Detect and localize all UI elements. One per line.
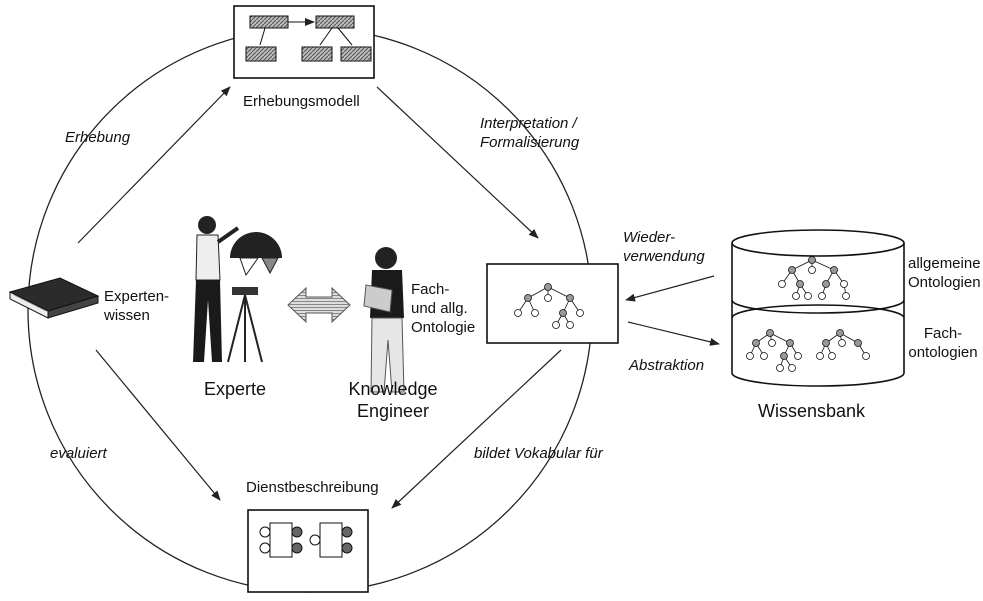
fach-allg-ontologie-line-3: Ontologie [411,319,476,336]
expertenwissen-line-1: Experten- [104,288,170,305]
experte-label: Experte [204,379,267,399]
wiederverwendung-line-2: verwendung [623,248,705,265]
knowledge-engineer-line-2: Engineer [356,401,430,421]
wiederverwendung-label: Wieder- verwendung [623,228,705,266]
arrow-abstraktion [627,321,720,346]
experte-figure-icon [193,216,282,363]
arrow-interpretation [376,86,539,239]
dienstbeschreibung-box [247,509,369,593]
allgemeine-ontologien-line-2: Ontologien [908,274,981,291]
abstraktion-label: Abstraktion [629,357,705,374]
fach-allg-ontologie-line-2: und allg. [411,300,468,317]
arrow-wiederverwendung [625,275,715,302]
erhebungsmodell-box [233,5,375,79]
arrow-erhebung [77,86,231,244]
evaluiert-label: evaluiert [50,445,107,462]
erhebung-label: Erhebung [65,129,131,146]
knowledge-engineer-label: Knowledge Engineer [328,378,458,422]
allgemeine-ontologien-label: allgemeine Ontologien [908,254,981,292]
ontology-tree-box [486,263,619,344]
fachontologien-label: Fach- ontologien [906,324,980,362]
interpretation-line-2: Formalisierung [480,134,580,151]
wissensbank-cylinder [731,229,905,387]
bildet-vokabular-label: bildet Vokabular für [474,445,603,462]
knowledge-engineer-line-1: Knowledge [348,379,438,399]
fachontologien-line-1: Fach- [923,325,963,342]
fach-allg-ontologie-line-1: Fach- [411,281,450,298]
knowledge-engineer-figure-icon [363,247,405,393]
allgemeine-ontologien-line-1: allgemeine [908,255,981,272]
fach-allg-ontologie-label: Fach- und allg. Ontologie [411,280,475,337]
arrow-bildet-vokabular [391,349,562,509]
arrow-evaluiert [95,349,221,501]
erhebungsmodell-label: Erhebungsmodell [243,93,360,110]
wissensbank-label: Wissensbank [758,401,866,421]
wiederverwendung-line-1: Wieder- [623,229,676,246]
exchange-double-arrow [287,286,351,324]
dienstbeschreibung-label: Dienstbeschreibung [246,479,379,496]
fachontologien-line-2: ontologien [908,344,978,361]
book-icon [8,277,100,319]
expertenwissen-label: Experten- wissen [104,287,169,325]
interpretation-line-1: Interpretation / [480,115,577,132]
interpretation-label: Interpretation / Formalisierung [480,114,579,152]
expertenwissen-line-2: wissen [104,307,150,324]
